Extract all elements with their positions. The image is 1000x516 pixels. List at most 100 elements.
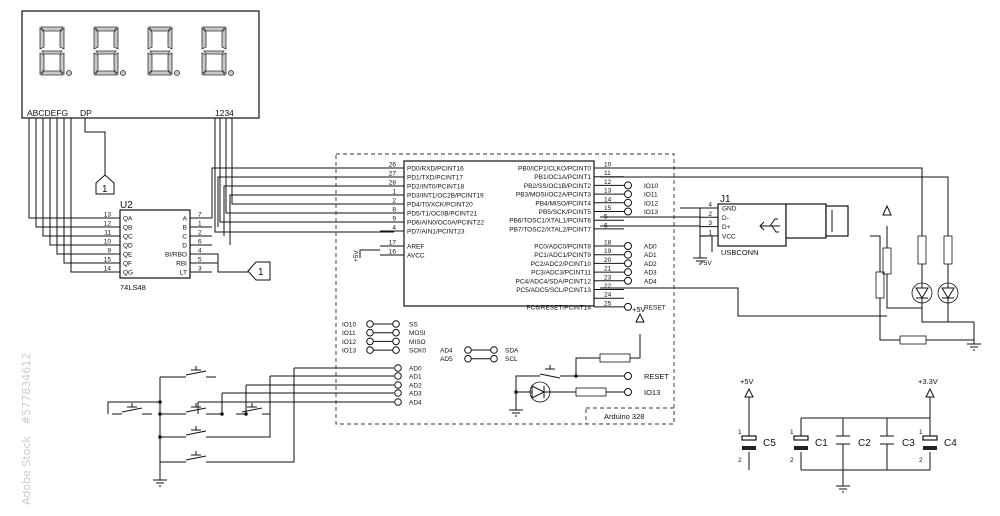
led-resistor-2 [943, 235, 953, 265]
u2-pin-number: 14 [104, 266, 112, 273]
mcu-pin-name: PB4/MISO/PCINT4 [535, 200, 591, 207]
led-resistor [575, 387, 607, 397]
button-net-label: AD0 [409, 366, 422, 373]
i2c-alias-label: SCL [505, 356, 518, 363]
mcu-pin-name: PD5/T1/OC0B/PCINT21 [407, 211, 477, 218]
usb-pin-name: D- [722, 215, 729, 222]
spi-alias-label: MISO [409, 339, 426, 346]
mcu-net-label: IO10 [644, 183, 658, 190]
mcu-pin-number: 27 [389, 171, 397, 178]
cap-supply-3v3: +3.3V [918, 377, 938, 386]
net-connector [394, 364, 402, 372]
usb-supply-label: +5V [700, 260, 712, 267]
cap-c4-label: C4 [944, 438, 957, 449]
mcu-pin-number: 24 [604, 292, 612, 299]
watermark-text: Adobe Stock [20, 436, 33, 505]
mcu-pin-name: AREF [407, 244, 424, 251]
pot-resistor [882, 247, 892, 275]
dp-pin-label: DP [80, 108, 92, 118]
u2-part: 74LS48 [120, 283, 146, 292]
mcu-pin-number: 13 [604, 188, 612, 195]
u2-pin-name: D [182, 243, 187, 250]
u2-pin-name: A [183, 216, 188, 223]
digit-2 [93, 26, 126, 76]
net-connector [394, 398, 402, 406]
mcu-pin-number: 2 [392, 198, 396, 205]
mcu-pin-number: 14 [604, 196, 612, 203]
bias-resistor [875, 271, 885, 299]
mcu-pin-name: PC1/ADC1/PCINT9 [534, 252, 591, 259]
digit-3 [147, 26, 180, 76]
net-flag-lt-label: 1 [258, 267, 264, 278]
u2-pin-number: 13 [104, 212, 112, 219]
u2-pin-number: 15 [104, 257, 112, 264]
digit-4 [201, 26, 234, 76]
mcu-pin-name: PC3/ADC3/PCINT11 [531, 270, 591, 277]
u2-pin-number: 4 [198, 248, 202, 255]
u2-pin-number: 9 [107, 248, 111, 255]
svg-text:2: 2 [790, 457, 794, 464]
mcu-pin-name: PB7/TOSC2/XTAL2/PCINT7 [509, 226, 591, 233]
usb-body [717, 203, 787, 247]
digit-1 [39, 26, 72, 76]
mcu-pin-number: 28 [389, 180, 397, 187]
mcu-pin-number: 25 [604, 300, 612, 307]
mcu-pin-name: PD7/AIN1/PCINT23 [407, 229, 465, 236]
mcu-pin-name: PD0/RXD/PCINT16 [407, 166, 464, 173]
mcu-pin-name: PD6/AIN0/OC0A/PCINT22 [407, 220, 484, 227]
mcu-pin-number: 10 [604, 162, 612, 169]
digit-select-wires [214, 118, 394, 233]
net-connector [624, 259, 632, 268]
push-button [112, 403, 152, 415]
spi-io-label: IO10 [342, 322, 356, 329]
mcu-pin-name: PB1/OC1A/PCINT1 [534, 174, 591, 181]
mcu-net-label: IO13 [644, 209, 658, 216]
net-connector [394, 389, 402, 397]
i2c-alias-label: SDA [505, 348, 519, 355]
svg-text:1: 1 [738, 429, 742, 436]
button-net-label: AD4 [409, 400, 422, 407]
mcu-pin-number: 23 [604, 274, 612, 281]
net-connector [624, 190, 632, 199]
svg-text:2: 2 [738, 457, 742, 464]
mcu-pin-number: 17 [389, 240, 397, 247]
mcu-net-label: IO12 [644, 200, 658, 207]
mcu-net-label: AD4 [644, 278, 657, 285]
mcu-pin-name: PC5/ADC5/SCL/PCINT13 [516, 287, 591, 294]
u2-pin-number: 2 [198, 230, 202, 237]
cap-c2-label: C2 [858, 438, 871, 449]
mcu-pin-name: PC4/ADC4/SDA/PCINT12 [516, 278, 592, 285]
mcu-net-label: AD3 [644, 270, 657, 277]
mcu-net-label: IO11 [644, 192, 658, 199]
usb-pin-name: D+ [722, 224, 731, 231]
mcu-pin-name: PD2/INT0/PCINT18 [407, 184, 464, 191]
i2c-io-label: AD4 [440, 348, 453, 355]
svg-text:1: 1 [790, 429, 794, 436]
mcu-pin-number: 26 [389, 162, 397, 169]
u2-pin-number: 12 [104, 221, 112, 228]
usb-symbol-icon [759, 218, 780, 233]
mcu-pin-name: PB2/SS/OC1B/PCINT2 [524, 183, 592, 190]
net-connector [394, 372, 402, 380]
u2-pin-number: 7 [198, 212, 202, 219]
mcu-pin-name: PD1/TXD/PCINT17 [407, 175, 463, 182]
u2-pin-number: 5 [198, 257, 202, 264]
u2-pin-name: BI/RBO [165, 252, 187, 259]
u2-input-wires [211, 167, 394, 273]
u2-pin-name: QD [123, 243, 133, 250]
mcu-pin-number: 18 [604, 240, 612, 247]
mcu-pin-number: 22 [604, 283, 612, 290]
net-flag-dp-label: 1 [102, 184, 108, 195]
mcu-pin-number: 16 [389, 249, 397, 256]
mcu-pin-name: PD4/T0/XCK/PCINT20 [407, 202, 473, 209]
led-net-label: IO13 [644, 388, 660, 397]
cap-c3: C3 [880, 435, 915, 449]
